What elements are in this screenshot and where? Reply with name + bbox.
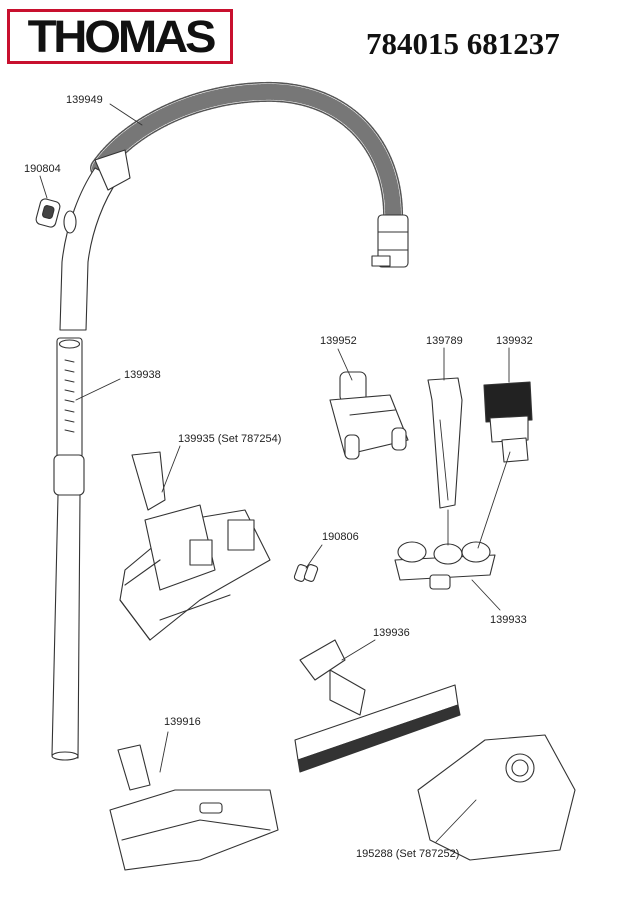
brand-logo: THOMAS	[7, 9, 233, 64]
part-label-wheel-set: 190806	[322, 531, 359, 543]
parquet-brush-icon	[294, 639, 461, 773]
turbo-brush-icon	[329, 371, 409, 460]
telescopic-tube-icon	[51, 337, 85, 761]
part-label-dusting-brush: 139932	[496, 335, 533, 347]
part-label-accessory-holder: 139933	[490, 614, 527, 626]
part-label-telescopic-tube: 139938	[124, 369, 161, 381]
hose-icon	[90, 81, 409, 268]
leader-lines	[39, 103, 511, 843]
crevice-tool-icon	[427, 377, 463, 509]
part-label-parquet-brush: 139936	[373, 627, 410, 639]
part-label-dust-bag: 195288 (Set 787252)	[356, 848, 460, 860]
turbo-nozzle-icon	[109, 744, 279, 871]
model-number: 784015 681237	[366, 26, 560, 61]
part-label-slider-clip: 190804	[24, 163, 61, 175]
part-label-hose: 139949	[66, 94, 103, 106]
dust-bag-icon	[417, 734, 576, 861]
handle-icon	[59, 149, 131, 331]
part-label-turbo-brush: 139952	[320, 335, 357, 347]
slider-clip-icon	[35, 198, 61, 228]
wheel-set-icon	[293, 564, 319, 582]
accessory-holder-icon	[394, 541, 496, 590]
floor-nozzle-icon	[119, 451, 271, 641]
part-label-crevice-tool: 139789	[426, 335, 463, 347]
part-label-turbo-nozzle: 139916	[164, 716, 201, 728]
part-label-floor-nozzle: 139935 (Set 787254)	[178, 433, 282, 445]
dusting-brush-icon	[483, 381, 533, 463]
brand-logo-text: THOMAS	[27, 10, 216, 62]
